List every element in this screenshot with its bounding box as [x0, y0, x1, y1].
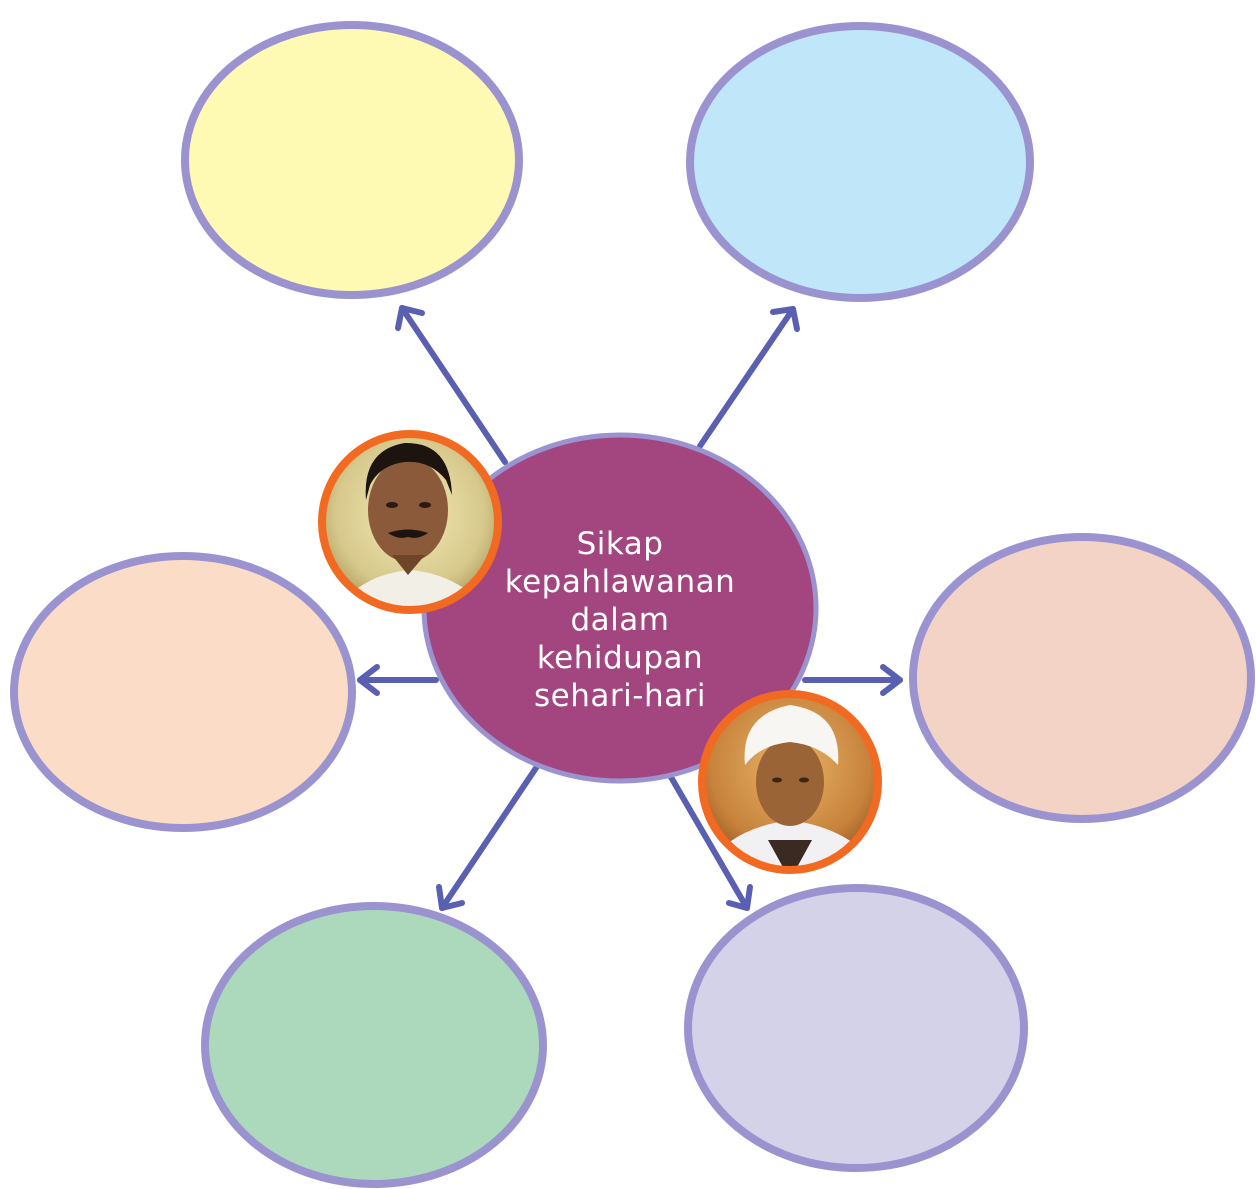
- arrow-head-top-right: [770, 306, 800, 332]
- connector-arrows: [357, 305, 903, 911]
- arrow-head-bottom-left: [436, 884, 465, 911]
- center-label-line: Sikap: [576, 526, 664, 562]
- bubble-middle-right: [909, 533, 1255, 823]
- arrow-head-middle-left: [357, 664, 380, 696]
- bubble-bottom-right: [684, 884, 1028, 1172]
- arrow-bottom-left: [439, 762, 541, 911]
- center-label-line: kehidupan: [536, 640, 704, 676]
- arrow-head-top-left: [395, 305, 425, 331]
- center-label-line: dalam: [570, 602, 670, 638]
- arrow-top-right: [697, 306, 796, 449]
- arrow-bottom-right: [665, 769, 750, 911]
- arrow-head-middle-right: [880, 664, 903, 696]
- bubble-top-left: [181, 21, 523, 299]
- center-label-line: sehari-hari: [534, 678, 706, 714]
- center-topic-label: Sikap kepahlawanan dalam kehidupan sehar…: [470, 525, 770, 715]
- bubble-bottom-left: [201, 902, 547, 1188]
- hero-portrait-right: [698, 690, 882, 874]
- hero-portrait-left: [318, 430, 502, 614]
- bubble-top-right: [686, 22, 1034, 302]
- arrow-top-left: [399, 305, 508, 465]
- arrow-head-bottom-right: [726, 884, 753, 911]
- bubble-middle-left: [10, 552, 356, 832]
- center-label-line: kepahlawanan: [504, 564, 736, 600]
